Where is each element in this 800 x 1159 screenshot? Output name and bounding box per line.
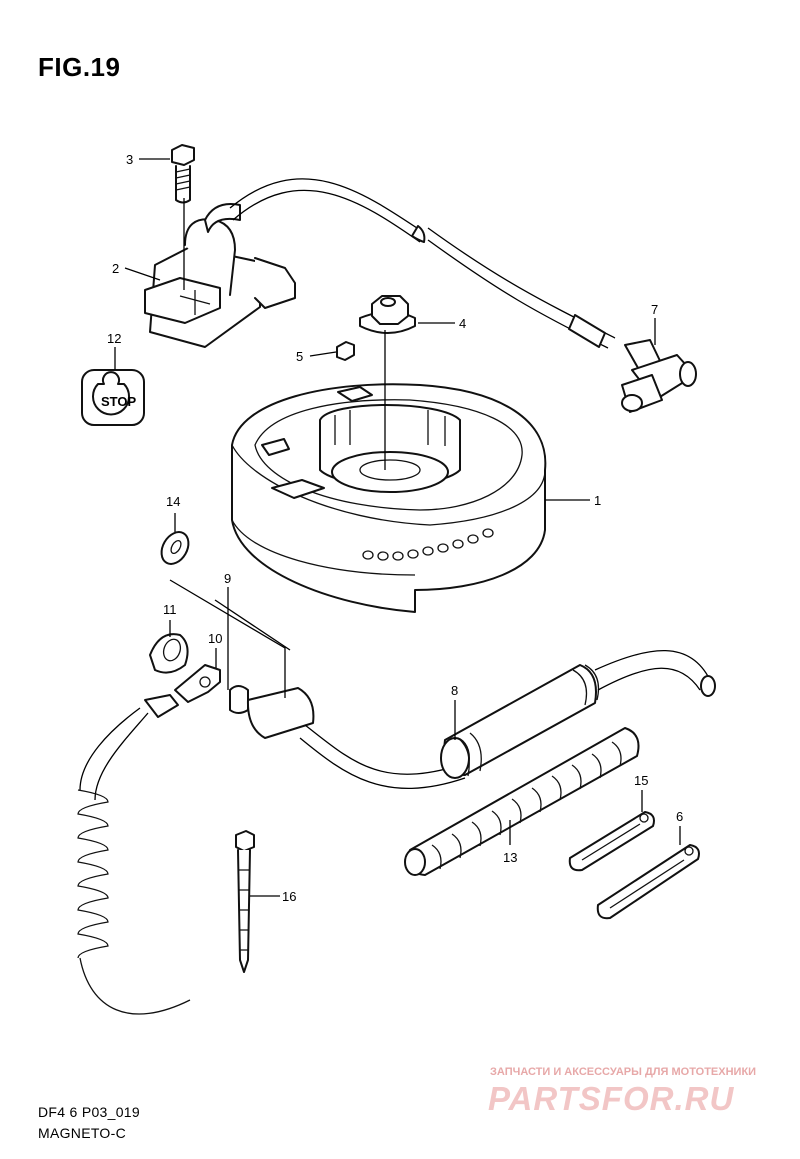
callout-11: 11 <box>163 602 177 617</box>
callout-14: 14 <box>166 494 180 509</box>
callout-1: 1 <box>594 493 601 508</box>
clamp-part-6 <box>596 844 700 920</box>
nut-part-4 <box>359 295 416 334</box>
callout-8: 8 <box>451 683 458 698</box>
bolt-part-3 <box>171 144 195 204</box>
coiled-cord <box>77 789 191 1015</box>
diagram-code: DF4 6 P03_019 <box>38 1104 140 1120</box>
clamp-part-15 <box>568 811 655 872</box>
leader-lines <box>114 158 681 897</box>
watermark-tagline: ЗАПЧАСТИ И АКСЕССУАРЫ ДЛЯ МОТОТЕХНИКИ <box>490 1066 757 1078</box>
stop-button-part-12 <box>81 369 145 426</box>
callout-9: 9 <box>224 571 231 586</box>
washer-part-14 <box>160 531 190 565</box>
ignition-coil-part-2 <box>144 203 296 348</box>
stop-button-label: STOP <box>101 394 136 409</box>
callout-3: 3 <box>126 152 133 167</box>
diagram-name: MAGNETO-C <box>38 1125 126 1141</box>
woodruff-key-part-5 <box>336 341 355 361</box>
flywheel-part-1 <box>231 383 547 613</box>
callout-2: 2 <box>112 261 119 276</box>
callout-15: 15 <box>634 773 648 788</box>
callout-13: 13 <box>503 850 517 865</box>
spiral-tube-part-13 <box>404 727 640 876</box>
callout-6: 6 <box>676 809 683 824</box>
watermark-logo: PARTSFOR.RU <box>488 1080 735 1117</box>
stop-switch-part-9 <box>229 685 466 789</box>
terminal-part-10 <box>144 664 221 718</box>
plug-cap-part-7 <box>621 339 697 413</box>
callout-4: 4 <box>459 316 466 331</box>
callout-5: 5 <box>296 349 303 364</box>
callout-12: 12 <box>107 331 121 346</box>
figure-title: FIG.19 <box>38 52 121 82</box>
cable-tie-part-16 <box>235 830 255 973</box>
callout-10: 10 <box>208 631 222 646</box>
callout-7: 7 <box>651 302 658 317</box>
grommet-part-11 <box>149 633 189 674</box>
callout-16: 16 <box>282 889 296 904</box>
harness-tube-part-8 <box>440 649 716 779</box>
